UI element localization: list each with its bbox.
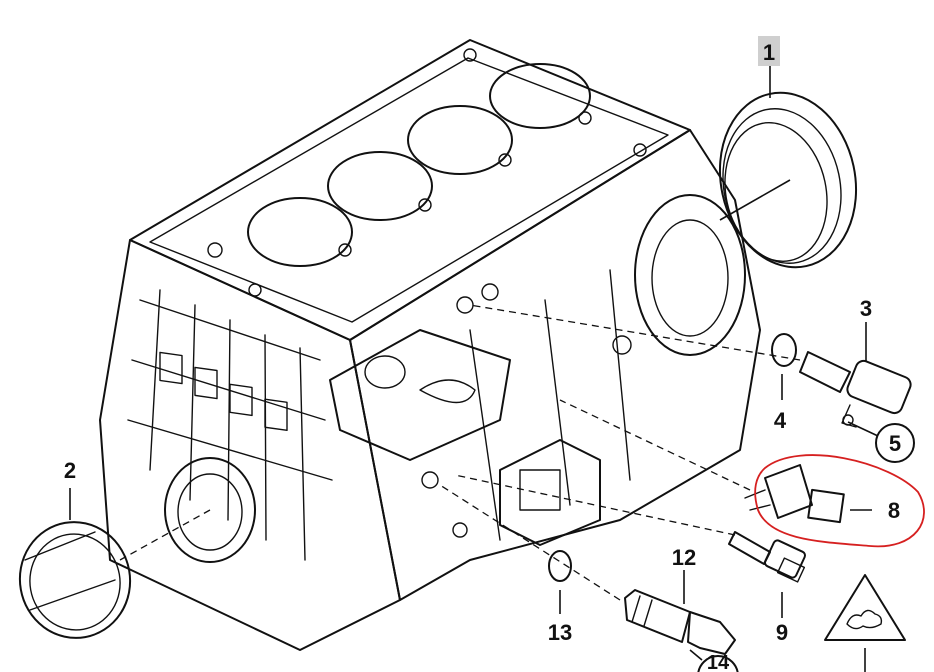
callout-1-background — [758, 36, 780, 66]
callout-1: 1 — [763, 40, 775, 65]
callout-13: 13 — [548, 620, 572, 645]
cylinder-bore-3 — [407, 105, 513, 175]
oil-pressure-switch-part-8 — [744, 464, 845, 524]
callout-14-circle — [697, 655, 739, 672]
front-crankshaft-seal — [18, 521, 132, 639]
sensor-part-3 — [799, 351, 912, 428]
engine-block — [99, 39, 761, 651]
callout-3: 3 — [860, 296, 872, 321]
callout-8: 8 — [888, 498, 900, 523]
callout-5: 5 — [889, 431, 901, 456]
cylinder-bore-1 — [247, 197, 353, 267]
cylinder-bore-4 — [489, 63, 591, 129]
warning-triangle-icon — [824, 574, 906, 641]
callout-2: 2 — [64, 458, 76, 483]
callout-14: 14 — [707, 652, 730, 672]
highlight-ring-part-8 — [754, 454, 925, 548]
seal-ring-part-4 — [771, 333, 797, 367]
callout-4: 4 — [774, 408, 787, 433]
rear-crankshaft-seal — [718, 91, 858, 269]
solenoid-valve-part-12 — [624, 589, 736, 655]
callout-5-circle — [875, 423, 915, 463]
callout-9: 9 — [776, 620, 788, 645]
sensor-part-9 — [728, 531, 807, 583]
cylinder-bore-2 — [327, 151, 433, 221]
seal-ring-part-13 — [548, 550, 572, 582]
callout-12: 12 — [672, 545, 696, 570]
